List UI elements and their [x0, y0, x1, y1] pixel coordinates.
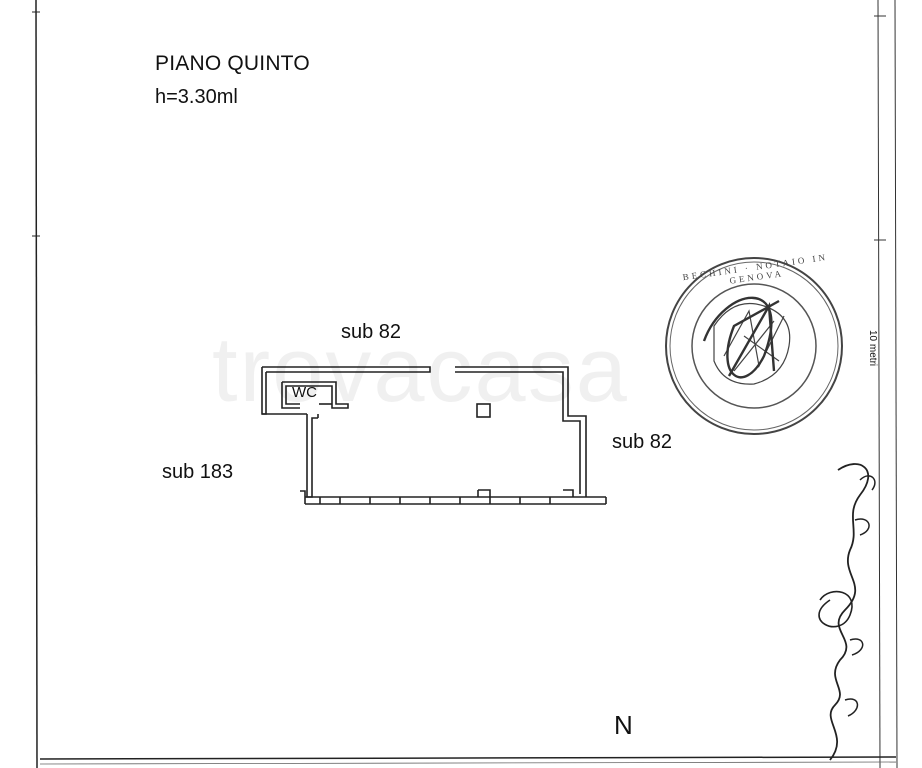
- label-sub-left: sub 183: [162, 461, 234, 483]
- height-note: h=3.30ml: [155, 86, 238, 108]
- watermark-text: trovacasa: [212, 319, 629, 421]
- label-sub-right: sub 82: [612, 431, 673, 453]
- scale-label: 10 metri: [867, 330, 878, 367]
- north-label: N: [614, 710, 633, 740]
- label-wc: WC: [292, 384, 317, 401]
- floor-plan: [261, 366, 607, 505]
- page-title: PIANO QUINTO: [155, 52, 310, 75]
- bottom-border-line: [39, 756, 897, 760]
- scale-bar-line: [877, 0, 881, 768]
- right-border-line: [894, 0, 898, 768]
- left-border-line: [35, 0, 38, 768]
- label-sub-top: sub 82: [341, 321, 402, 343]
